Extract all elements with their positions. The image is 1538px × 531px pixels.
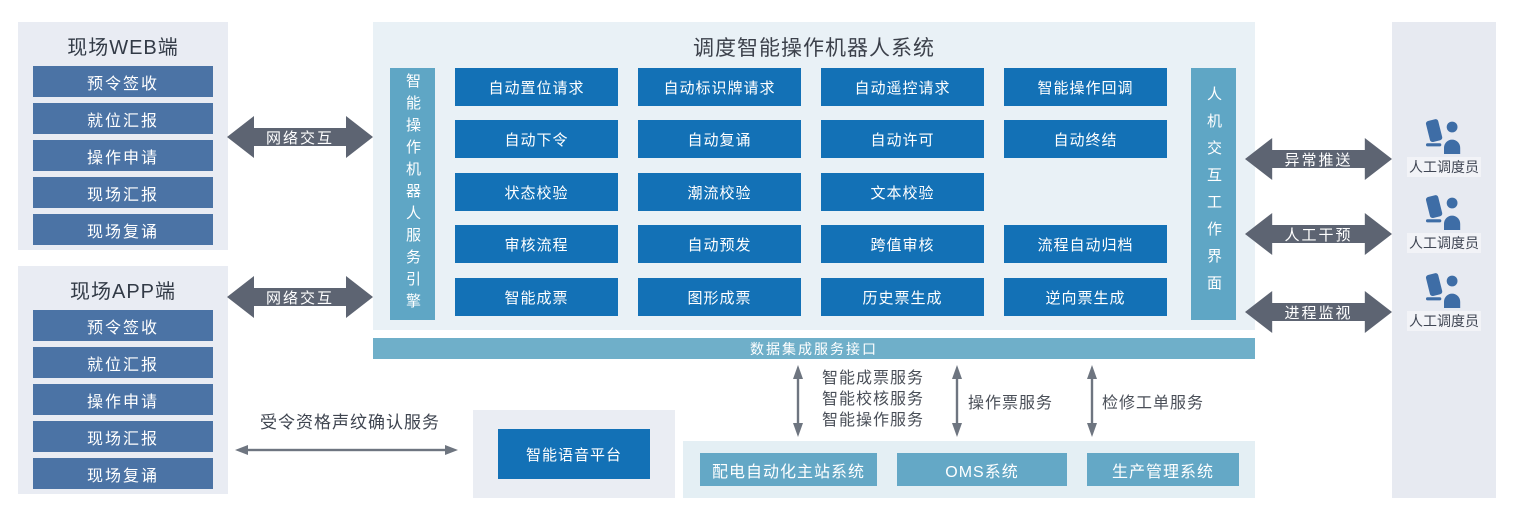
thin-double-arrow-icon [235, 445, 458, 455]
double-arrow-icon [1245, 138, 1392, 180]
production-management-system-box: 生产管理系统 [1087, 453, 1239, 486]
fn-reverse-ticket: 逆向票生成 [1004, 278, 1167, 316]
dispatcher-2: 人工调度员 [1392, 194, 1496, 253]
thin-double-arrow-icon [793, 365, 803, 437]
app-item-operation-apply: 操作申请 [33, 384, 213, 415]
fn-smart-operation-callback: 智能操作回调 [1004, 68, 1167, 106]
dispatcher-icon [1425, 119, 1461, 154]
manual-intervention-label: 人工干预 [1284, 226, 1353, 244]
network-arrow-app-label: 网络交互 [265, 289, 334, 307]
fn-cross-shift-review: 跨值审核 [821, 225, 984, 263]
dispatcher-label: 人工调度员 [1407, 311, 1481, 331]
fn-smart-ticket: 智能成票 [455, 278, 618, 316]
dispatcher-icon [1425, 273, 1461, 308]
dispatcher-icon [1425, 195, 1461, 230]
app-terminal-panel: 现场APP端 预令签收 就位汇报 操作申请 现场汇报 现场复诵 [18, 266, 228, 494]
fn-history-ticket: 历史票生成 [821, 278, 984, 316]
dispatcher-label: 人工调度员 [1407, 157, 1481, 177]
voice-service-arrow [235, 444, 458, 456]
maintenance-order-arrow [1086, 365, 1098, 437]
smart-ticket-service-label: 智能成票服务 [822, 370, 925, 387]
double-arrow-icon [1245, 213, 1392, 255]
web-item-site-repeat: 现场复诵 [33, 214, 213, 245]
network-arrow-web-label: 网络交互 [265, 129, 334, 147]
thin-double-arrow-icon [952, 365, 962, 437]
fn-auto-remote-request: 自动遥控请求 [821, 68, 984, 106]
smart-services-arrow [792, 365, 804, 437]
dispatcher-panel: 人工调度员 人工调度员 人工调度员 [1392, 22, 1496, 498]
oms-system-box: OMS系统 [897, 453, 1067, 486]
smart-check-service-label: 智能校核服务 [822, 391, 925, 408]
double-arrow-icon [227, 116, 373, 158]
app-item-order-sign: 预令签收 [33, 310, 213, 341]
fn-powerflow-check: 潮流校验 [638, 173, 801, 211]
fn-state-check: 状态校验 [455, 173, 618, 211]
fn-auto-tag-request: 自动标识牌请求 [638, 68, 801, 106]
dispatcher-3: 人工调度员 [1392, 272, 1496, 331]
app-terminal-title: 现场APP端 [69, 281, 177, 303]
fn-auto-set-request: 自动置位请求 [455, 68, 618, 106]
maintenance-order-service-label: 检修工单服务 [1102, 395, 1205, 412]
app-item-position-report: 就位汇报 [33, 347, 213, 378]
dispatcher-1: 人工调度员 [1392, 118, 1496, 177]
smart-services-labels: 智能成票服务 智能校核服务 智能操作服务 [822, 368, 924, 431]
fn-auto-repeat: 自动复诵 [638, 120, 801, 158]
hmi-bar: 人机交互工作界面 [1191, 68, 1236, 320]
web-item-order-sign: 预令签收 [33, 66, 213, 97]
distribution-automation-system-box: 配电自动化主站系统 [700, 453, 877, 486]
operation-ticket-arrow [951, 365, 963, 437]
web-item-operation-apply: 操作申请 [33, 140, 213, 171]
smart-operation-service-label: 智能操作服务 [822, 412, 925, 429]
fn-auto-terminate: 自动终结 [1004, 120, 1167, 158]
voice-platform-box: 智能语音平台 [498, 429, 650, 479]
external-systems-panel: 配电自动化主站系统 OMS系统 生产管理系统 [683, 441, 1255, 498]
voice-platform-panel: 智能语音平台 [473, 410, 675, 498]
robot-system-title: 调度智能操作机器人系统 [693, 37, 935, 60]
web-terminal-panel: 现场WEB端 预令签收 就位汇报 操作申请 现场汇报 现场复诵 [18, 22, 228, 250]
process-monitor-label: 进程监视 [1284, 304, 1353, 322]
app-item-site-repeat: 现场复诵 [33, 458, 213, 489]
thin-double-arrow-icon [1087, 365, 1097, 437]
process-monitor-arrow: 进程监视 [1245, 289, 1392, 335]
double-arrow-icon [1245, 291, 1392, 333]
fn-auto-permit: 自动许可 [821, 120, 984, 158]
exception-push-label: 异常推送 [1284, 151, 1353, 169]
web-terminal-title: 现场WEB端 [67, 37, 179, 59]
dispatcher-label: 人工调度员 [1407, 233, 1481, 253]
app-item-site-report: 现场汇报 [33, 421, 213, 452]
network-arrow-web: 网络交互 [227, 114, 373, 160]
fn-auto-command: 自动下令 [455, 120, 618, 158]
data-integration-bus: 数据集成服务接口 [373, 338, 1255, 359]
fn-review-flow: 审核流程 [455, 225, 618, 263]
exception-push-arrow: 异常推送 [1245, 136, 1392, 182]
robot-system-panel: 调度智能操作机器人系统 智能操作机器人服务引擎 人机交互工作界面 自动置位请求 … [373, 22, 1255, 330]
web-item-position-report: 就位汇报 [33, 103, 213, 134]
fn-auto-preissue: 自动预发 [638, 225, 801, 263]
fn-auto-archive: 流程自动归档 [1004, 225, 1167, 263]
voice-service-label: 受令资格声纹确认服务 [260, 413, 440, 432]
service-engine-bar: 智能操作机器人服务引擎 [390, 68, 435, 320]
fn-graphic-ticket: 图形成票 [638, 278, 801, 316]
manual-intervention-arrow: 人工干预 [1245, 211, 1392, 257]
web-item-site-report: 现场汇报 [33, 177, 213, 208]
network-arrow-app: 网络交互 [227, 274, 373, 320]
double-arrow-icon [227, 276, 373, 318]
fn-text-check: 文本校验 [821, 173, 984, 211]
operation-ticket-service-label: 操作票服务 [968, 395, 1054, 412]
